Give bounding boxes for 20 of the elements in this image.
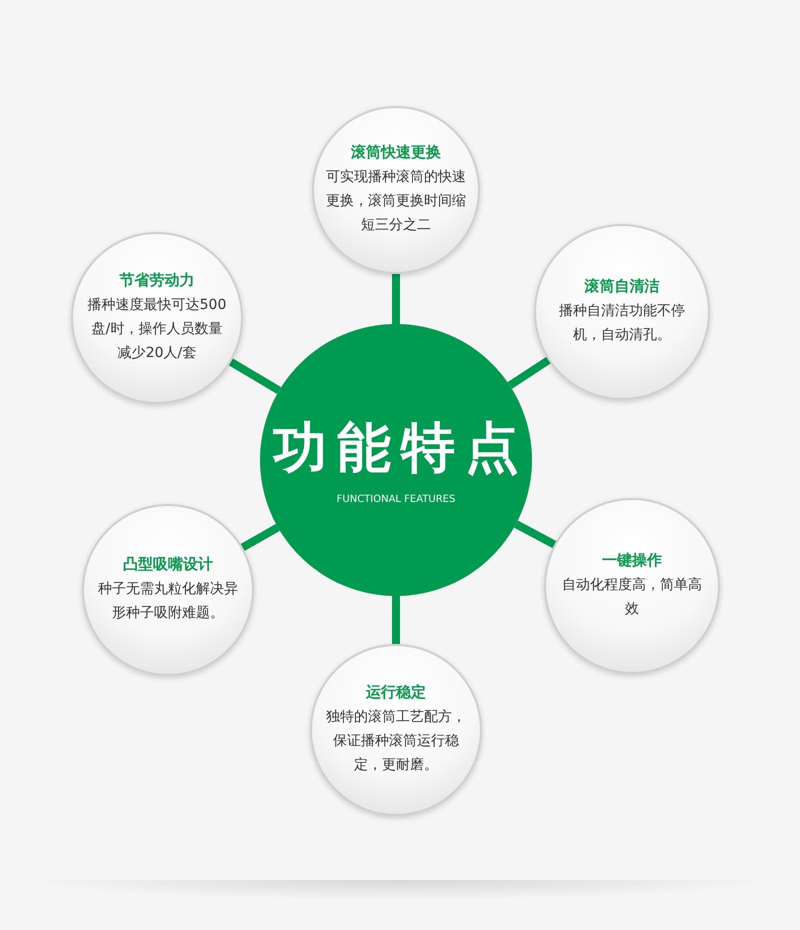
connector-line bbox=[392, 274, 400, 324]
feature-title: 滚筒快速更换 bbox=[351, 143, 441, 162]
connector-line bbox=[240, 524, 280, 551]
feature-title: 一键操作 bbox=[602, 551, 662, 570]
connector-line bbox=[508, 356, 551, 389]
feature-description: 可实现播种滚筒的快速更换，滚筒更换时间缩短三分之二 bbox=[326, 168, 466, 235]
feature-description: 播种速度最快可达500盘/时，操作人员数量减少20人/套 bbox=[87, 296, 227, 363]
connector-line bbox=[228, 358, 282, 394]
connector-line bbox=[392, 596, 400, 644]
feature-title: 运行稳定 bbox=[366, 683, 426, 702]
feature-description: 独特的滚筒工艺配方，保证播种滚筒运行稳定，更耐磨。 bbox=[326, 708, 466, 775]
center-title: 功能特点 bbox=[272, 416, 529, 480]
feature-description: 播种自清洁功能不停机，自动清孔。 bbox=[558, 302, 686, 345]
feature-title: 滚筒自清洁 bbox=[584, 277, 660, 296]
feature-description: 种子无需丸粒化解决异形种子吸附难题。 bbox=[98, 580, 238, 623]
center-subtitle: FUNCTIONAL FEATURES bbox=[336, 494, 456, 504]
feature-title: 节省劳动力 bbox=[120, 271, 194, 290]
feature-description: 自动化程度高，简单高效 bbox=[562, 576, 702, 619]
connector-line bbox=[514, 520, 556, 548]
feature-title: 凸型吸嘴设计 bbox=[123, 555, 213, 574]
